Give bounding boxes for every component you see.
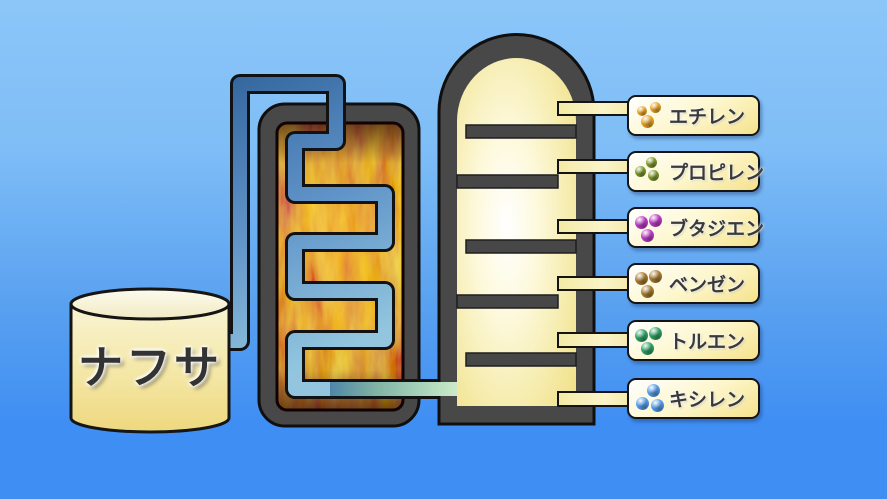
molecule-dots-icon	[635, 384, 669, 416]
product-box-propylene: プロピレン	[627, 151, 765, 192]
column-tray	[456, 294, 559, 309]
product-label: ベンゼン	[669, 274, 746, 296]
product-label: ブタジエン	[669, 218, 765, 240]
naphtha-tank	[69, 287, 231, 434]
column-tray	[465, 239, 577, 254]
product-box-butadiene: ブタジエン	[627, 207, 765, 248]
product-label: エチレン	[669, 106, 746, 128]
product-box-benzene: ベンゼン	[627, 263, 760, 304]
feed-pipe	[218, 74, 457, 399]
product-box-ethylene: エチレン	[627, 95, 760, 136]
product-box-toluene: トルエン	[627, 320, 760, 361]
pipe-body	[218, 77, 392, 396]
molecule-dots-icon	[635, 101, 669, 133]
molecule-dots-icon	[635, 326, 669, 358]
tank-body	[69, 302, 231, 434]
product-label: キシレン	[669, 389, 746, 411]
tank-lid	[69, 287, 231, 321]
product-label: トルエン	[669, 331, 746, 353]
product-box-xylene: キシレン	[627, 378, 760, 419]
molecule-dots-icon	[635, 269, 669, 301]
column-tray	[465, 124, 577, 139]
column-tray	[465, 352, 577, 367]
cracking-furnace	[257, 102, 421, 428]
column-tray	[456, 174, 559, 189]
naphtha-label: ナフサ	[77, 341, 222, 394]
molecule-dots-icon	[635, 213, 669, 245]
distillation-column	[437, 33, 596, 426]
product-label: プロピレン	[669, 162, 765, 184]
column-interior	[457, 58, 576, 407]
molecule-dots-icon	[635, 157, 669, 189]
